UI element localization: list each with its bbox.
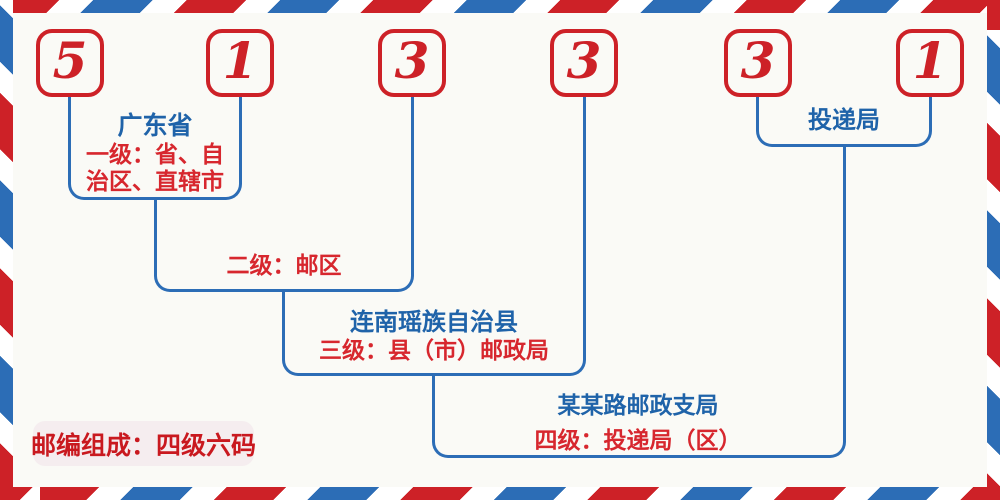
level4-label: 某某路邮政支局 四级：投递局（区） [508, 391, 768, 454]
level1-label: 广东省 一级：省、自 治区、直辖市 [55, 112, 255, 195]
connector-digit3 [411, 97, 414, 200]
digit-6: 1 [912, 31, 948, 90]
level1-description-line2: 治区、直辖市 [86, 168, 224, 194]
composition-badge: 邮编组成：四级六码 [31, 421, 257, 466]
digit-box-3: 3 [378, 29, 446, 97]
level2-description: 二级：邮区 [226, 252, 342, 278]
airmail-border-right [987, 0, 1000, 500]
delivery-office-text: 投递局 [808, 107, 880, 134]
level3-label: 连南瑶族自治县 三级：县（市）邮政局 [304, 308, 564, 364]
level1-place-name: 广东省 [117, 112, 193, 140]
connector-delivery-stem [843, 145, 846, 376]
level2-label: 二级：邮区 [184, 252, 384, 279]
airmail-border-left [0, 0, 13, 500]
digit-4: 3 [566, 31, 602, 90]
connector-digit4 [583, 97, 586, 292]
bracket-level4 [432, 374, 846, 458]
digit-2: 1 [222, 31, 258, 90]
digit-box-2: 1 [206, 29, 274, 97]
digit-1: 5 [52, 31, 88, 90]
level3-description: 三级：县（市）邮政局 [319, 337, 549, 363]
airmail-border-top [0, 0, 1000, 13]
digit-box-1: 5 [36, 29, 104, 97]
digit-box-6: 1 [896, 29, 964, 97]
digit-3: 3 [394, 31, 430, 90]
level3-place-name: 连南瑶族自治县 [350, 309, 518, 336]
digit-box-4: 3 [550, 29, 618, 97]
delivery-office-label: 投递局 [769, 106, 919, 135]
digit-box-5: 3 [724, 29, 792, 97]
level1-description-line1: 一级：省、自 [86, 141, 224, 167]
level4-place-name: 某某路邮政支局 [557, 392, 719, 418]
composition-badge-text: 邮编组成：四级六码 [31, 430, 257, 460]
airmail-border-bottom [0, 487, 1000, 500]
level4-description: 四级：投递局（区） [534, 427, 742, 453]
bracket-delivery [756, 97, 932, 147]
digit-5: 3 [740, 31, 776, 90]
